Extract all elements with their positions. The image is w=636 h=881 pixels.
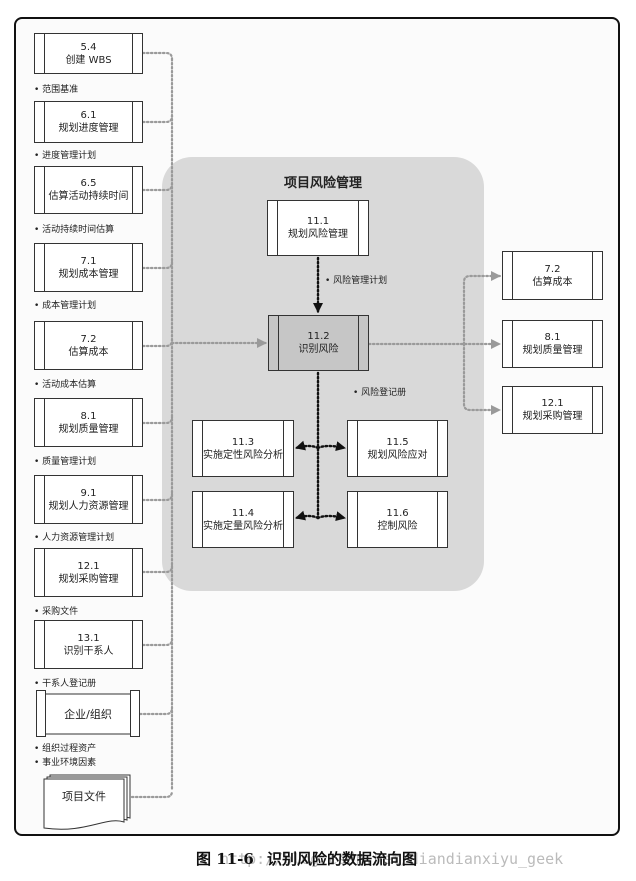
- input-process-box: 6.1 规划进度管理: [34, 101, 143, 143]
- input-process-box: 8.1 规划质量管理: [34, 398, 143, 447]
- process-id: 11.4: [231, 507, 255, 519]
- process-name: 控制风险: [377, 520, 418, 532]
- process-qualitative-analysis: 11.3 实施定性风险分析: [192, 420, 294, 477]
- process-id: 11.6: [386, 507, 409, 519]
- input-output-label: 采购文件: [34, 604, 78, 617]
- process-id: 11.1: [306, 216, 330, 227]
- panel-title: 项目风险管理: [283, 176, 362, 191]
- plan-output-label: 风险管理计划: [325, 273, 387, 286]
- input-process-box: 6.5 估算活动持续时间: [34, 166, 143, 214]
- input-connector: [141, 637, 174, 647]
- input-output-label: 范围基准: [34, 82, 78, 95]
- process-id: 13.1: [77, 632, 100, 644]
- process-name: 规划采购管理: [58, 573, 119, 585]
- process-name: 估算活动持续时间: [48, 191, 129, 202]
- identify-output-label: 风险登记册: [353, 385, 406, 398]
- input-connector: [141, 492, 174, 502]
- org-output-label: 事业环境因素: [34, 755, 96, 768]
- org-box-shape: [36, 690, 140, 737]
- input-process-box: 7.2 估算成本: [34, 321, 143, 370]
- input-connector: [122, 789, 174, 799]
- process-id: 9.1: [80, 487, 97, 499]
- watermark: http://blog.csdn.net/diandianxiyu_geek: [220, 850, 564, 868]
- process-id: 8.1: [80, 410, 97, 422]
- process-id: 7.2: [544, 263, 561, 275]
- input-connector: [138, 706, 174, 716]
- project-documents-label: 项目文件: [62, 790, 106, 803]
- process-identify-risks: 11.2 识别风险: [268, 315, 369, 371]
- input-output-label: 成本管理计划: [34, 298, 96, 311]
- process-name: 规划采购管理: [522, 411, 583, 422]
- process-id: 8.1: [544, 332, 561, 343]
- input-connector: [141, 260, 174, 270]
- project-documents-icon: [43, 774, 131, 830]
- process-name: 实施定性风险分析: [203, 449, 283, 461]
- input-output-label: 人力资源管理计划: [34, 530, 114, 543]
- process-name: 估算成本: [68, 346, 109, 358]
- to-quantitative-arrow: [294, 510, 320, 521]
- input-process-box: 5.4 创建 WBS: [34, 33, 143, 74]
- process-control-risks: 11.6 控制风险: [347, 491, 448, 548]
- process-id: 12.1: [541, 398, 564, 409]
- to-response-arrow: [316, 441, 347, 452]
- process-name: 规划成本管理: [58, 268, 119, 280]
- identify-to-output-arrow: [462, 342, 502, 415]
- process-name: 实施定量风险分析: [203, 520, 283, 532]
- process-id: 7.2: [80, 333, 97, 345]
- input-connector: [141, 114, 174, 124]
- input-process-box: 7.1 规划成本管理: [34, 243, 143, 292]
- input-output-label: 活动成本估算: [34, 377, 96, 390]
- process-id: 7.1: [80, 255, 97, 267]
- process-id: 5.4: [80, 41, 97, 53]
- process-id: 11.2: [307, 331, 330, 342]
- input-process-box: 13.1 识别干系人: [34, 620, 143, 669]
- org-box: 企业/组织: [64, 708, 112, 721]
- figure-title: 识别风险的数据流向图: [267, 850, 418, 868]
- input-connector: [141, 564, 174, 574]
- process-name: 规划风险应对: [367, 449, 428, 461]
- identify-to-output-arrow: [462, 271, 502, 346]
- process-name: 规划风险管理: [288, 229, 348, 240]
- input-process-box: 9.1 规划人力资源管理: [34, 475, 143, 524]
- to-qualitative-arrow: [294, 440, 320, 451]
- process-name: 识别风险: [298, 344, 339, 355]
- process-quantitative-analysis: 11.4 实施定量风险分析: [192, 491, 294, 548]
- process-plan-risk-management: 11.1 规划风险管理: [267, 200, 369, 256]
- input-connector: [141, 415, 174, 425]
- process-plan-risk-responses: 11.5 规划风险应对: [347, 420, 448, 477]
- input-output-label: 活动持续时间估算: [34, 222, 114, 235]
- input-output-label: 进度管理计划: [34, 148, 96, 161]
- process-name: 规划质量管理: [522, 345, 583, 356]
- output-process-box: 12.1 规划采购管理: [502, 386, 603, 434]
- input-connector: [141, 338, 174, 348]
- input-process-box: 12.1 规划采购管理: [34, 548, 143, 597]
- input-connector: [141, 51, 174, 61]
- output-process-box: 8.1 规划质量管理: [502, 320, 603, 368]
- process-id: 6.1: [80, 110, 97, 121]
- process-name: 识别干系人: [63, 645, 114, 657]
- process-id: 11.3: [231, 436, 255, 448]
- to-control-arrow: [316, 511, 347, 522]
- process-id: 11.5: [386, 436, 409, 448]
- process-name: 规划质量管理: [58, 423, 119, 435]
- org-output-label: 组织过程资产: [34, 741, 96, 754]
- input-output-label: 干系人登记册: [34, 676, 96, 689]
- figure-number: 图 11-6: [196, 850, 254, 868]
- process-name: 规划人力资源管理: [48, 500, 129, 512]
- process-id: 12.1: [77, 560, 100, 572]
- process-id: 6.5: [80, 178, 97, 189]
- process-name: 估算成本: [532, 276, 573, 288]
- input-output-label: 质量管理计划: [34, 454, 96, 467]
- input-connector: [141, 182, 174, 192]
- process-name: 规划进度管理: [58, 123, 119, 134]
- process-name: 创建 WBS: [65, 54, 112, 66]
- output-process-box: 7.2 估算成本: [502, 251, 603, 300]
